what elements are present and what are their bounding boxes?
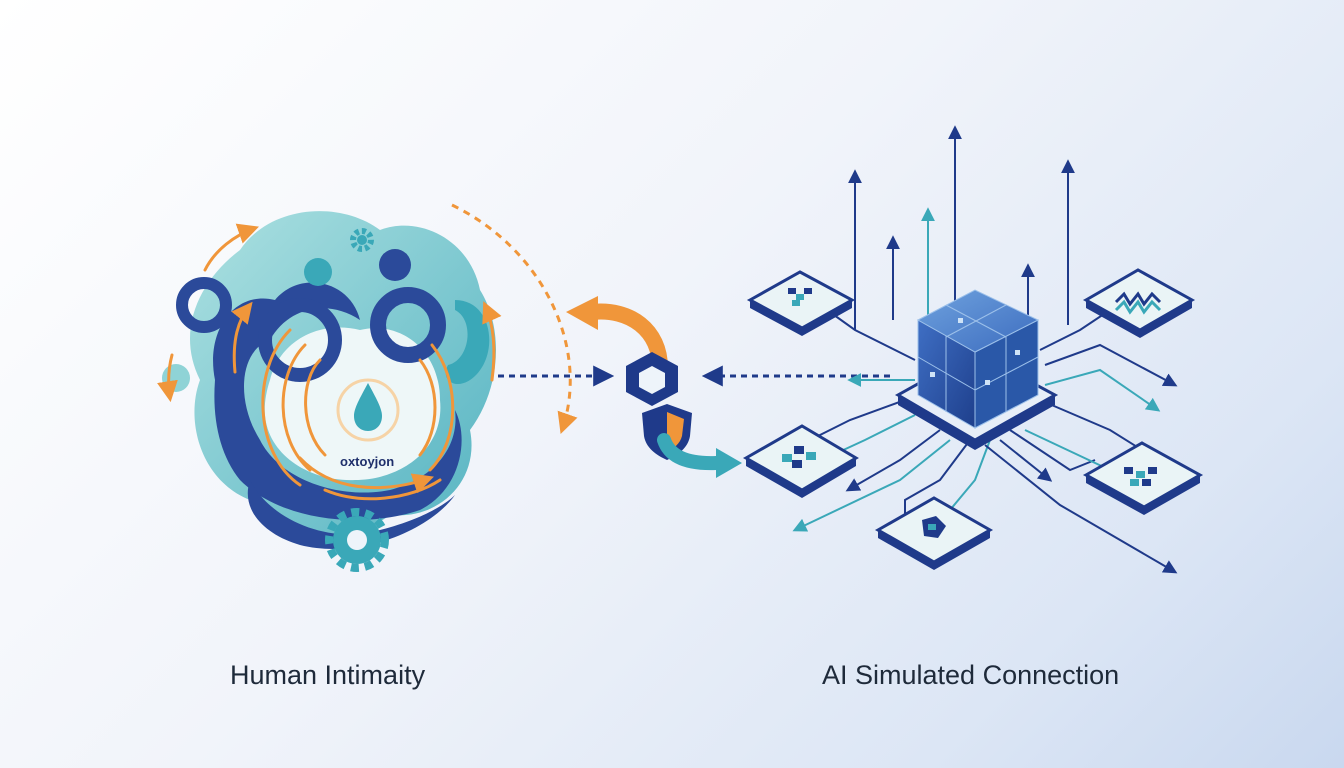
chip-icon bbox=[742, 424, 859, 498]
inner-label: oxtoyjon bbox=[340, 454, 394, 469]
dot-left bbox=[162, 364, 190, 392]
curved-arrow-head-orange bbox=[566, 296, 598, 330]
gear-icon bbox=[325, 508, 389, 572]
ai-simulated-connection-caption: AI Simulated Connection bbox=[822, 660, 1120, 690]
blob-curl-bottom bbox=[247, 480, 455, 549]
blob-curl-right bbox=[445, 300, 490, 385]
chip-icon bbox=[1082, 441, 1204, 515]
dashed-orange-arc bbox=[451, 203, 578, 434]
ring-left bbox=[176, 277, 232, 333]
orange-cycle-arrows bbox=[157, 223, 502, 494]
chip-icon bbox=[746, 270, 856, 336]
cube-icon bbox=[894, 289, 1059, 450]
water-drop-icon bbox=[336, 378, 400, 442]
curved-arrow-head-teal bbox=[716, 448, 742, 478]
ring-top-center bbox=[258, 298, 342, 382]
center-connector bbox=[498, 296, 890, 478]
curved-arrow-icon bbox=[657, 433, 723, 471]
hexagon-icon bbox=[626, 352, 678, 406]
chip-icon bbox=[1082, 268, 1196, 338]
ai-network-graphic bbox=[742, 125, 1204, 574]
chip-icon bbox=[874, 496, 994, 570]
dot-teal bbox=[304, 258, 332, 286]
blob-navy-band bbox=[213, 282, 462, 520]
blob-inner-light bbox=[264, 327, 441, 481]
human-intimacy-graphic: oxtoyjon bbox=[157, 211, 502, 572]
ring-small-top bbox=[379, 249, 411, 281]
gear-icon bbox=[350, 228, 374, 252]
human-intimacy-caption: Human Intimaity bbox=[230, 660, 426, 690]
ring-top-right bbox=[370, 287, 446, 363]
